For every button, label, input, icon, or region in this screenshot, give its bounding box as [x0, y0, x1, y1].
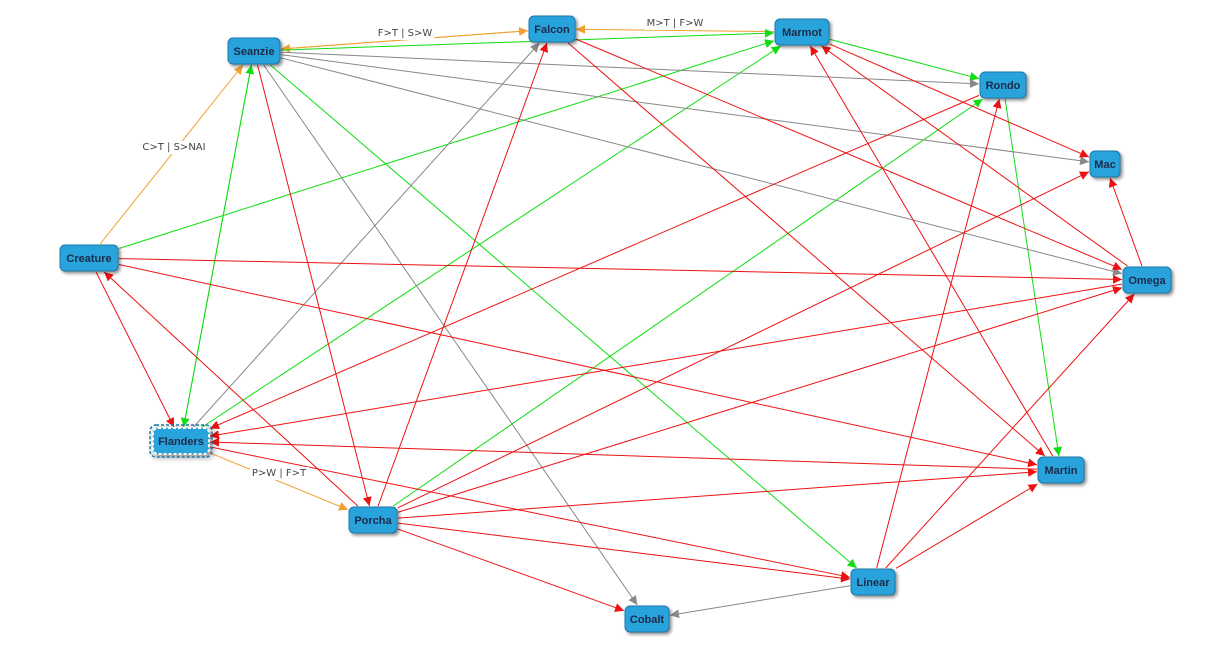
- edge-porcha-to-linear[interactable]: [397, 522, 851, 583]
- edge-flanders-to-falcon[interactable]: [193, 42, 540, 428]
- edge-label-creature-to-seanzie: C>T | S>NAI: [142, 142, 205, 153]
- edge-label-background: [644, 17, 706, 30]
- edge-marmot-to-mac[interactable]: [829, 43, 1090, 158]
- edge-label-background: [140, 141, 208, 154]
- edge-porcha-to-omega[interactable]: [397, 286, 1123, 513]
- edge-porcha-to-rondo[interactable]: [392, 98, 984, 507]
- edge-creature-to-martin[interactable]: [118, 264, 1038, 468]
- node-label: Seanzie: [234, 46, 275, 58]
- edge-label-marmot-to-falcon: M>T | F>W: [647, 18, 704, 29]
- edge-flanders-to-linear[interactable]: [209, 446, 851, 580]
- node-label: Creature: [66, 253, 111, 265]
- node-flanders[interactable]: Flanders: [149, 424, 213, 458]
- edge-linear-to-cobalt[interactable]: [669, 585, 851, 619]
- node-seanzie[interactable]: Seanzie: [227, 37, 281, 65]
- edge-creature-to-omega[interactable]: [118, 258, 1123, 284]
- edge-omega-to-flanders[interactable]: [209, 283, 1123, 440]
- edge-porcha-to-creature[interactable]: [103, 271, 359, 507]
- edge-marmot-to-falcon[interactable]: [575, 24, 775, 34]
- edge-linear-to-rondo[interactable]: [876, 98, 1002, 569]
- node-label: Falcon: [534, 24, 570, 36]
- node-box: [152, 427, 210, 455]
- edge-label-background: [375, 27, 435, 40]
- node-cobalt[interactable]: Cobalt: [624, 605, 670, 633]
- edge-seanzie-to-porcha[interactable]: [257, 64, 372, 507]
- node-box: [227, 37, 281, 65]
- node-label: Cobalt: [630, 614, 665, 626]
- node-box: [850, 568, 896, 596]
- node-label: Rondo: [986, 80, 1021, 92]
- node-creature[interactable]: Creature: [59, 244, 119, 272]
- node-selection-outline: [149, 424, 213, 458]
- edge-porcha-to-martin[interactable]: [397, 467, 1038, 519]
- edge-label-flanders-to-porcha: P>W | F>T: [252, 468, 307, 479]
- edge-flanders-to-porcha[interactable]: [209, 452, 349, 511]
- node-label: Linear: [856, 577, 890, 589]
- node-mac[interactable]: Mac: [1089, 150, 1121, 178]
- node-martin[interactable]: Martin: [1037, 456, 1085, 484]
- edge-flanders-to-marmot[interactable]: [201, 45, 782, 428]
- edge-seanzie-to-rondo[interactable]: [280, 51, 980, 88]
- nodes-layer: Seanzie Falcon MarmotRondoMacOmegaMartinLi…: [59, 15, 1172, 633]
- node-box: [979, 71, 1027, 99]
- node-label: Flanders: [158, 436, 204, 448]
- node-label: Martin: [1045, 465, 1078, 477]
- edge-label-background: [249, 467, 310, 480]
- edge-rondo-to-flanders[interactable]: [209, 94, 980, 429]
- edge-marmot-to-rondo[interactable]: [829, 38, 980, 81]
- edge-falcon-to-martin[interactable]: [567, 42, 1046, 457]
- node-linear[interactable]: Linear: [850, 568, 896, 596]
- node-label: Omega: [1128, 275, 1166, 287]
- edge-falcon-to-omega[interactable]: [575, 38, 1123, 271]
- node-label: Marmot: [782, 27, 822, 39]
- node-box: [528, 15, 576, 43]
- edge-omega-to-mac[interactable]: [1108, 177, 1143, 267]
- edge-creature-to-flanders[interactable]: [95, 271, 175, 428]
- edge-seanzie-to-linear[interactable]: [269, 64, 858, 569]
- edge-porcha-to-falcon[interactable]: [377, 42, 549, 507]
- edge-labels-layer: F>T | S>W M>T | F>W C>T | S>NAI P>W | F>T: [140, 17, 706, 480]
- node-box: [59, 244, 119, 272]
- edge-omega-to-marmot[interactable]: [821, 45, 1128, 267]
- edge-martin-to-flanders[interactable]: [209, 437, 1038, 470]
- node-falcon[interactable]: Falcon: [528, 15, 576, 43]
- node-box: [624, 605, 670, 633]
- node-omega[interactable]: Omega: [1122, 266, 1172, 294]
- edge-creature-to-seanzie[interactable]: [99, 64, 244, 245]
- edge-porcha-to-cobalt[interactable]: [397, 528, 625, 612]
- edge-seanzie-to-mac[interactable]: [280, 54, 1090, 166]
- node-box: [1122, 266, 1172, 294]
- edge-seanzie-to-marmot[interactable]: [280, 28, 775, 51]
- edge-seanzie-to-cobalt[interactable]: [263, 64, 638, 606]
- edge-porcha-to-mac[interactable]: [397, 171, 1090, 509]
- edge-label-falcon-to-seanzie: F>T | S>W: [378, 28, 433, 39]
- edge-linear-to-omega[interactable]: [885, 293, 1135, 569]
- edge-creature-to-marmot[interactable]: [118, 39, 775, 249]
- edge-seanzie-to-omega[interactable]: [280, 57, 1123, 276]
- edge-seanzie-to-flanders[interactable]: [180, 64, 252, 428]
- node-label: Mac: [1094, 159, 1115, 171]
- edges-layer: [95, 24, 1143, 619]
- edge-linear-to-martin[interactable]: [895, 483, 1038, 569]
- node-porcha[interactable]: Porcha: [348, 506, 398, 534]
- node-marmot[interactable]: Marmot: [774, 18, 830, 46]
- node-box: [774, 18, 830, 46]
- node-box: [1037, 456, 1085, 484]
- node-rondo[interactable]: Rondo: [979, 71, 1027, 99]
- node-label: Porcha: [354, 515, 392, 527]
- node-box: [348, 506, 398, 534]
- edge-martin-to-marmot[interactable]: [809, 45, 1054, 457]
- node-box: [1089, 150, 1121, 178]
